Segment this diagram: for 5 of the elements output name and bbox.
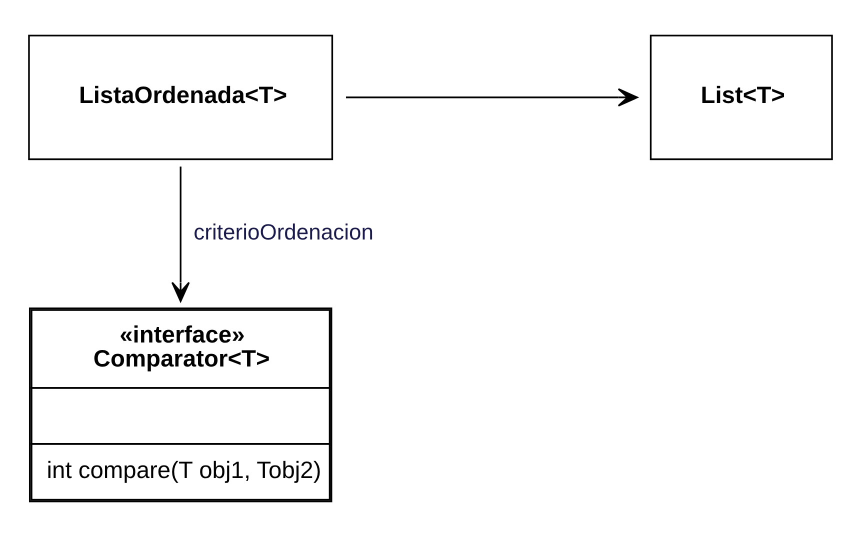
node-box: List<T> — [650, 34, 833, 160]
node-box: ListaOrdenada<T> — [28, 34, 334, 160]
arrow — [171, 166, 190, 302]
arrow — [346, 88, 638, 107]
edge-label: criterioOrdenacion — [194, 220, 374, 245]
